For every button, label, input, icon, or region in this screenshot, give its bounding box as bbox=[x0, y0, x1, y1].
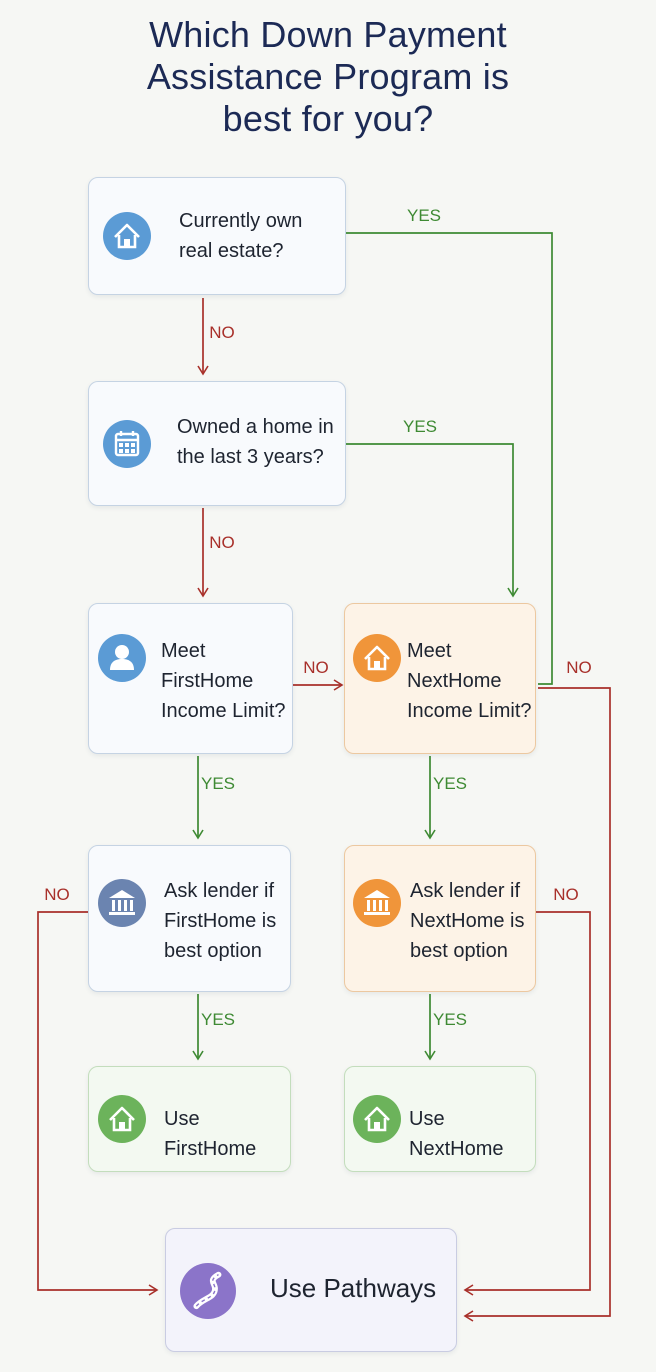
edge-label-ask-firsthome-yes: YES bbox=[200, 1010, 236, 1029]
node-label: Owned a home in the last 3 years? bbox=[177, 416, 334, 468]
road-icon bbox=[180, 1263, 236, 1319]
node-own-real-estate: Currently own real estate? bbox=[88, 177, 346, 295]
title-line: best for you? bbox=[222, 98, 434, 139]
person-icon bbox=[98, 634, 146, 682]
node-firsthome-income: Meet FirstHome Income Limit? bbox=[88, 603, 293, 754]
edge-own-yes bbox=[346, 232, 553, 685]
calendar-icon bbox=[103, 420, 151, 468]
edge-ask-firsthome-no bbox=[37, 911, 159, 1296]
house-icon bbox=[353, 1095, 401, 1143]
edge-owned-yes bbox=[346, 443, 519, 598]
node-label: Use FirstHome bbox=[164, 1108, 257, 1160]
node-nexthome-income: Meet NextHome Income Limit? bbox=[344, 603, 536, 754]
edge-label-firsthome-income-yes: YES bbox=[200, 774, 236, 793]
edge-label-own-no: NO bbox=[209, 323, 235, 342]
bank-icon bbox=[353, 879, 401, 927]
edge-label-ask-firsthome-no: NO bbox=[44, 885, 70, 904]
node-ask-firsthome: Ask lender if FirstHome is best option bbox=[88, 845, 291, 992]
node-label: Currently own real estate? bbox=[179, 210, 303, 262]
edge-label-own-yes: YES bbox=[406, 206, 442, 225]
node-ask-nexthome: Ask lender if NextHome is best option bbox=[344, 845, 536, 992]
edge-label-nexthome-income-no: NO bbox=[566, 658, 592, 677]
node-use-firsthome: Use FirstHome bbox=[88, 1066, 291, 1172]
bank-icon bbox=[98, 879, 146, 927]
page-title: Which Down Payment Assistance Program is… bbox=[0, 14, 656, 140]
edge-label-ask-nexthome-no: NO bbox=[553, 885, 579, 904]
node-label: Ask lender if FirstHome is best option bbox=[164, 880, 277, 962]
edge-nexthome-income-no bbox=[463, 687, 611, 1322]
house-icon bbox=[353, 634, 401, 682]
edge-label-owned-no: NO bbox=[209, 533, 235, 552]
edge-label-nexthome-income-yes: YES bbox=[432, 774, 468, 793]
house-icon bbox=[98, 1095, 146, 1143]
edge-label-owned-yes: YES bbox=[402, 417, 438, 436]
node-use-nexthome: Use NextHome bbox=[344, 1066, 536, 1172]
title-line: Which Down Payment bbox=[149, 14, 507, 55]
node-label: Use NextHome bbox=[409, 1108, 504, 1160]
edge-ask-nexthome-no bbox=[463, 911, 591, 1296]
node-use-pathways: Use Pathways bbox=[165, 1228, 457, 1352]
title-line: Assistance Program is bbox=[146, 56, 510, 97]
edge-label-ask-nexthome-yes: YES bbox=[432, 1010, 468, 1029]
node-owned-home: Owned a home in the last 3 years? bbox=[88, 381, 346, 506]
node-label: Meet NextHome Income Limit? bbox=[407, 640, 532, 722]
node-label: Meet FirstHome Income Limit? bbox=[161, 640, 286, 722]
node-label: Use Pathways bbox=[270, 1273, 437, 1303]
house-icon bbox=[103, 212, 151, 260]
node-label: Ask lender if NextHome is best option bbox=[410, 880, 525, 962]
edge-label-firsthome-income-no: NO bbox=[303, 658, 329, 677]
